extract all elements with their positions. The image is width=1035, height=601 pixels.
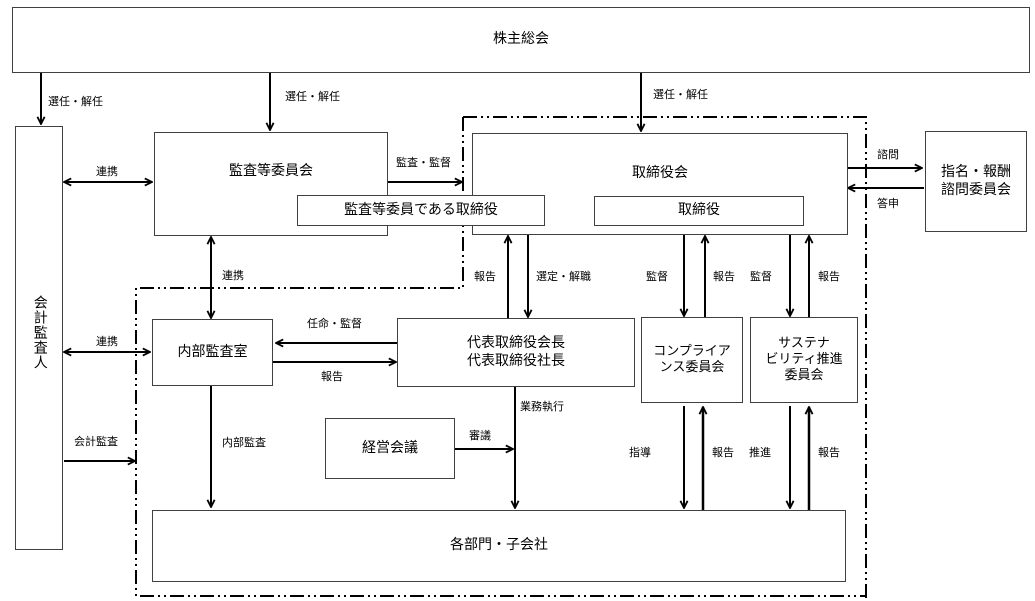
representatives-label: 代表取締役会長 代表取締役社長 <box>467 335 565 369</box>
shareholders-meeting-label: 株主総会 <box>493 31 549 48</box>
label-consult: 諮問 <box>877 148 899 161</box>
label-elect-auditor: 選任・解任 <box>48 95 103 108</box>
label-report-dept-sustainability: 報告 <box>818 446 840 459</box>
label-cooperate-committee-internal: 連携 <box>222 269 244 282</box>
label-cooperate-auditor-committee: 連携 <box>96 165 118 178</box>
board-label: 取締役会 <box>632 165 688 181</box>
audit-committee-label: 監査等委員会 <box>229 163 313 179</box>
directors-box: 取締役 <box>594 196 804 226</box>
label-guidance: 指導 <box>629 446 651 459</box>
nomination-committee-box: 指名・報酬 諮問委員会 <box>925 131 1027 232</box>
accounting-auditor-label: 会計監査人 <box>31 295 48 370</box>
board-boundary <box>463 116 867 598</box>
label-audit-supervise: 監査・監督 <box>396 156 451 169</box>
representatives-box: 代表取締役会長 代表取締役社長 <box>397 318 635 387</box>
label-supervise-sustainability: 監督 <box>750 270 772 283</box>
label-report-sustainability: 報告 <box>818 270 840 283</box>
compliance-committee-box: コンプライア ンス委員会 <box>641 317 743 403</box>
label-report-dept-compliance: 報告 <box>712 446 734 459</box>
sustainability-committee-label: サステナ ビリティ推進 委員会 <box>765 335 843 384</box>
label-elect-board: 選任・解任 <box>653 88 708 101</box>
label-internal-audit-flow: 内部監査 <box>222 436 266 449</box>
management-meeting-box: 経営会議 <box>325 418 455 479</box>
sustainability-committee-box: サステナ ビリティ推進 委員会 <box>750 317 858 403</box>
label-supervise-compliance: 監督 <box>646 270 668 283</box>
departments-label: 各部門・子会社 <box>450 537 548 554</box>
internal-audit-box: 内部監査室 <box>152 319 273 386</box>
label-elect-audit-committee: 選任・解任 <box>285 90 340 103</box>
label-accounting-audit: 会計監査 <box>74 435 118 448</box>
label-business-execution: 業務執行 <box>520 400 564 413</box>
audit-committee-directors-box: 監査等委員である取締役 <box>297 195 545 226</box>
internal-audit-label: 内部監査室 <box>177 343 248 360</box>
label-cooperate-auditor-internal: 連携 <box>96 335 118 348</box>
directors-label: 取締役 <box>678 202 720 219</box>
label-report-internal: 報告 <box>321 370 343 383</box>
shareholders-meeting-box: 株主総会 <box>12 7 1030 73</box>
management-meeting-label: 経営会議 <box>362 439 418 456</box>
label-appoint-dismiss: 選定・解職 <box>536 270 591 283</box>
audit-committee-directors-label: 監査等委員である取締役 <box>344 201 498 218</box>
label-report-compliance: 報告 <box>713 270 735 283</box>
label-respond: 答申 <box>877 197 899 210</box>
label-deliberation: 審議 <box>469 429 491 442</box>
nomination-committee-label: 指名・報酬 諮問委員会 <box>941 164 1011 198</box>
compliance-committee-label: コンプライア ンス委員会 <box>653 343 731 375</box>
label-promotion: 推進 <box>749 446 771 459</box>
accounting-auditor-box: 会計監査人 <box>15 126 63 550</box>
execution-boundary <box>135 117 866 597</box>
label-report-to-board: 報告 <box>474 270 496 283</box>
label-appoint-supervise: 任命・監督 <box>307 317 362 330</box>
departments-box: 各部門・子会社 <box>152 510 846 582</box>
